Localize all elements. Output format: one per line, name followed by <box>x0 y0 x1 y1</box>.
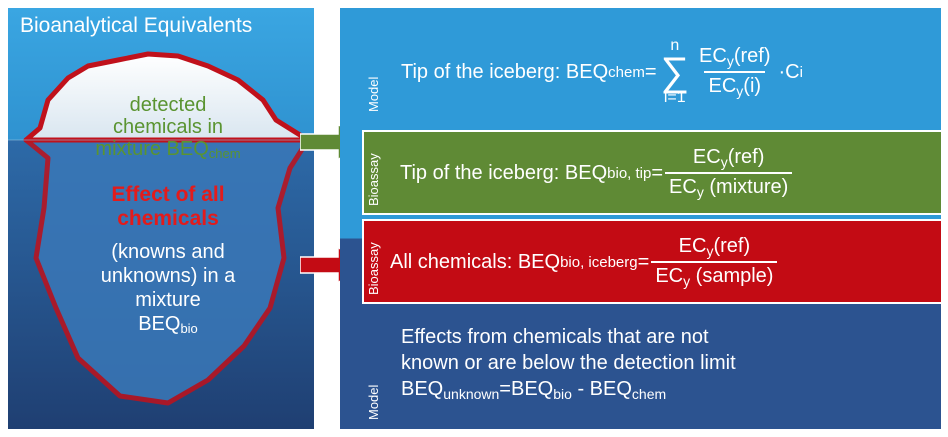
tip-label: detected chemicals in mixture BEQchem <box>48 94 288 165</box>
iceberg-underwater <box>23 137 311 406</box>
iceberg-illustration <box>8 8 314 429</box>
sum-symbol: n ∑ i=1 <box>660 37 690 106</box>
effect-label: Effect of all chemicals <box>58 183 278 231</box>
side-label: Bioassay <box>366 153 381 206</box>
iceberg-panel: Bioanalytical Equivalents detected chemi… <box>8 8 314 429</box>
side-label: Model <box>366 76 381 112</box>
side-label: Model <box>366 384 381 420</box>
knowns-label-line: BEQbio <box>138 313 198 336</box>
tip-label-line: detected <box>129 94 207 116</box>
panel-title: Bioanalytical Equivalents <box>20 14 253 37</box>
side-label: Bioassay <box>366 242 381 295</box>
unknown-equation: BEQunknown=BEQbio - BEQchem <box>401 378 667 402</box>
explanation-line: Effects from chemicals that are not <box>401 326 709 348</box>
fraction: ECy(ref) ECy(i) <box>699 45 771 99</box>
knowns-label-line: (knowns and <box>111 241 225 263</box>
explanation-line: known or are below the detection limit <box>401 352 736 374</box>
iceberg-tip <box>23 51 311 143</box>
fraction: ECy(ref) ECy (mixture) <box>665 146 793 200</box>
knowns-label-line: unknowns) in a <box>100 265 236 287</box>
unknown-explanation: Effects from chemicals that are not know… <box>401 324 736 407</box>
effect-label-line: chemicals <box>117 207 219 230</box>
knowns-label-line: mixture <box>135 289 201 311</box>
effect-label-line: Effect of all <box>111 183 225 206</box>
knowns-label: (knowns and unknowns) in a mixture BEQbi… <box>58 240 278 341</box>
tip-label-line: chemicals in <box>112 116 224 138</box>
fraction: ECy(ref) ECy (sample) <box>651 235 778 289</box>
tip-label-line: mixture BEQchem <box>95 138 241 161</box>
